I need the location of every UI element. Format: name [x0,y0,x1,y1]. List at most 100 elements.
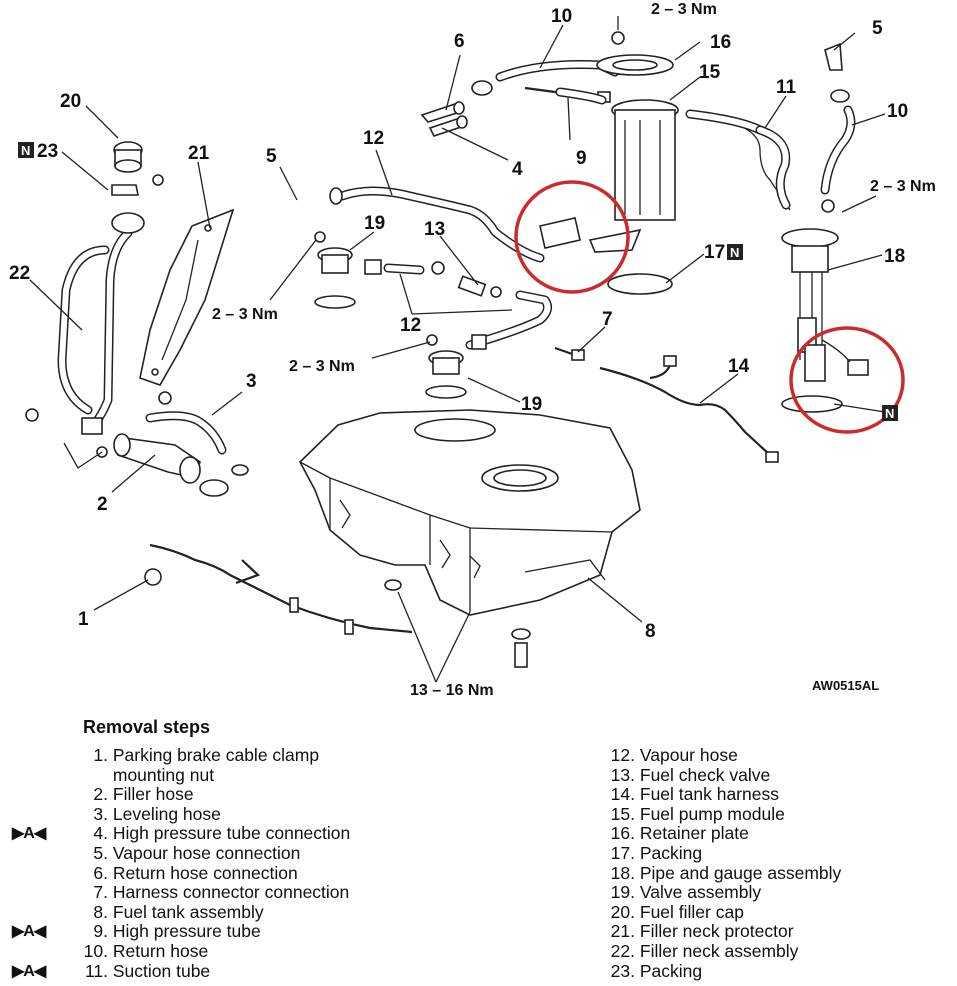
callout-12-upper: 12 [363,128,384,149]
callout-5-left: 5 [266,146,277,167]
filler-neck-assembly [25,212,145,469]
legend-left-column: 1. Parking brake cable clamp mounting nu… [0,745,470,982]
parking-brake-cable [144,543,413,635]
callout-18: 18 [884,246,905,267]
legend-step: 2. Filler hose [0,784,470,805]
fuel-tank-assembly [299,409,641,616]
highlight-circle-pump [514,180,630,294]
procedure-marker: ▶A◀ [12,923,46,941]
n-marker-18-text: N [885,406,894,421]
highlight-circle-gauge [789,326,905,434]
torque-label-valve-lower: 2 – 3 Nm [289,358,355,375]
legend-step: 3. Leveling hose [0,803,470,825]
step-number: 16. [610,823,635,844]
leveling-hose [145,391,227,455]
torque-label-pump: 2 – 3 Nm [651,1,717,18]
valve-assembly-lower [425,334,467,399]
step-text: Filler neck protector [639,921,794,942]
step-text: Suction tube [112,960,211,981]
callout-6: 6 [454,31,465,52]
n-marker-23-text: N [21,143,30,158]
suction-tube [755,125,791,210]
return-tube-6 [420,101,468,137]
legend-step: 16. Retainer plate [603,824,953,844]
callout-23: 23 [37,141,58,162]
pipe-and-gauge-assembly [781,199,869,413]
callout-5-right: 5 [872,18,883,39]
callout-11: 11 [776,77,797,98]
torque-label-gauge: 2 – 3 Nm [870,178,936,195]
legend-step: ▶A◀4. High pressure tube connection [0,824,470,844]
fuel-tank-harness [554,346,779,463]
exploded-diagram: 1 2 3 4 5 5 6 7 8 9 10 10 11 12 12 13 14… [9,1,936,699]
callout-1: 1 [78,609,89,630]
n-marker-17 [727,244,743,260]
step-number: 14. [610,784,635,805]
callout-16: 16 [710,32,731,53]
step-text: Filler hose [112,784,194,805]
step-number: 3. [93,803,108,824]
step-text: Fuel tank assembly [112,901,264,922]
callout-14: 14 [728,356,750,377]
step-number: 22. [610,940,635,961]
torque-label-bolt: 13 – 16 Nm [410,682,494,699]
callout-22: 22 [9,263,30,284]
callout-13: 13 [424,219,445,240]
step-text: Harness connector connection [112,882,350,903]
step-text: Packing [639,842,703,863]
legend-step: 17. Packing [603,842,953,864]
step-number: 13. [610,764,635,785]
legend-title: Removal steps [83,717,211,737]
step-text: Filler neck assembly [639,940,799,961]
callout-21: 21 [188,143,210,164]
fuel-filler-cap [111,141,164,196]
legend-step: 6. Return hose connection [0,862,470,884]
step-number: 1. [93,745,108,765]
step-number: 8. [93,901,108,922]
torque-label-valve-upper: 2 – 3 Nm [212,306,278,323]
removal-steps-legend: Removal steps 1. Parking brake cable cla… [0,716,957,986]
step-text: High pressure tube [112,921,261,942]
legend-step: 21. Filler neck protector [603,922,953,942]
legend-step: 1. Parking brake cable clamp [0,745,470,766]
figure-code: AW0515AL [812,678,879,693]
step-number: 4. [93,823,108,844]
callout-17: 17 [704,242,725,263]
step-number: 15. [610,803,635,824]
step-text: Vapour hose [639,745,738,765]
step-text: High pressure tube connection [112,823,351,844]
legend-step: ▶A◀11. Suction tube [0,960,470,982]
legend-step: 10. Return hose [0,940,470,962]
step-number: 2. [93,784,108,805]
legend-step: 18. Pipe and gauge assembly [603,863,953,884]
step-text: Packing [639,960,703,981]
legend-step: 12. Vapour hose [603,745,953,766]
step-text: Fuel filler cap [639,901,744,922]
packing-17 [607,273,673,295]
callout-19-upper: 19 [364,213,385,234]
legend-step: 13. Fuel check valve [603,764,953,786]
step-number: 21. [610,921,635,942]
step-number: 19. [610,882,635,903]
legend-step: 20. Fuel filler cap [603,901,953,923]
step-number: 9. [93,921,108,942]
step-number: 10. [83,940,108,961]
step-number: 17. [610,842,635,863]
callout-15: 15 [699,62,721,83]
step-text: Return hose connection [112,862,298,883]
step-text: Retainer plate [639,823,749,844]
valve-assembly-upper [314,231,356,309]
step-text: Valve assembly [639,882,762,903]
legend-step: 22. Filler neck assembly [603,940,953,962]
return-hose-10-right [820,89,856,195]
callout-2: 2 [97,494,108,515]
legend-step: 19. Valve assembly [603,882,953,903]
legend-step: 8. Fuel tank assembly [0,901,470,923]
callout-3: 3 [246,371,257,392]
step-number: 12. [610,745,635,765]
legend-step: 5. Vapour hose connection [0,843,470,864]
callout-19-lower: 19 [521,394,542,415]
step-number: 20. [610,901,635,922]
